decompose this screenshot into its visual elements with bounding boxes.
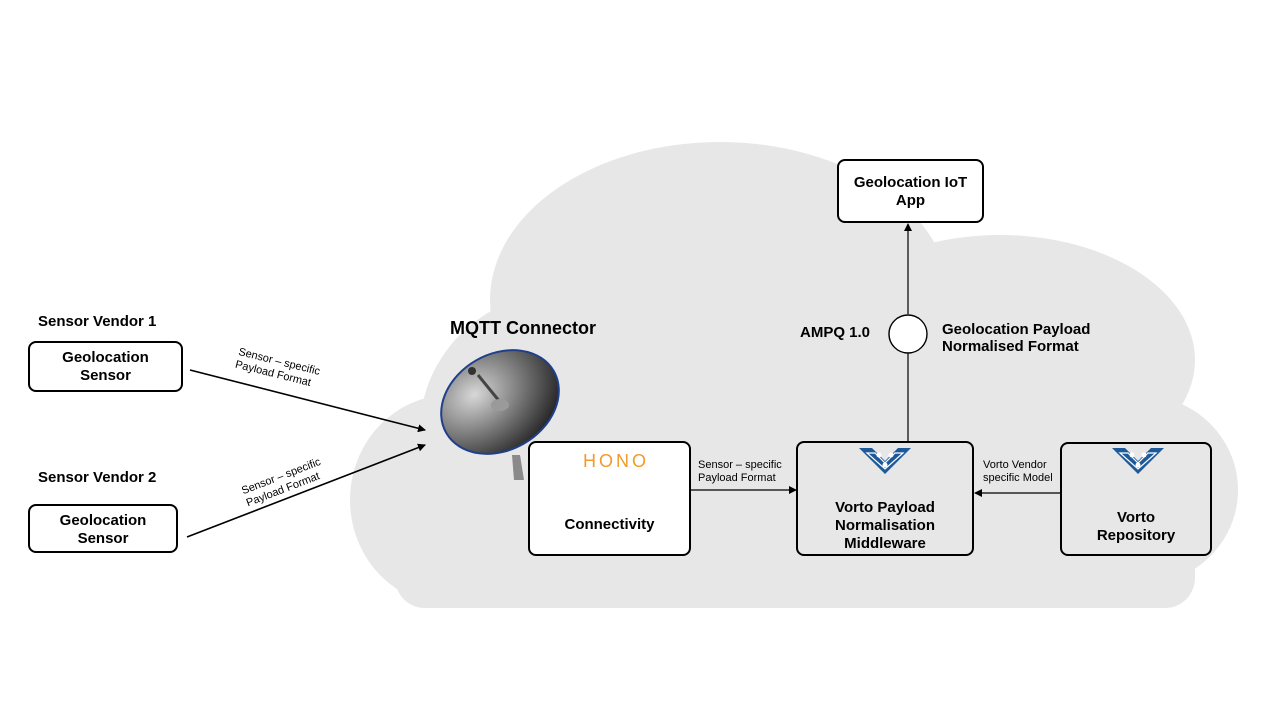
- satellite-dish-icon: [440, 349, 560, 480]
- app-label-line1: Geolocation IoT: [853, 174, 968, 191]
- repository-label-line2: Repository: [1096, 527, 1176, 544]
- vendor1-title: Sensor Vendor 1: [38, 313, 157, 330]
- normalised-format-label: Geolocation Payload Normalised Format: [942, 321, 1090, 355]
- hono-logo-text: HONO: [583, 451, 649, 471]
- geolocation-sensor-box-1[interactable]: Geolocation Sensor: [28, 341, 183, 392]
- middleware-label-line3: Middleware: [844, 535, 926, 552]
- edge-label-repository-to-middleware: Vorto Vendor specific Model: [983, 459, 1053, 485]
- vorto-logo-icon: [1112, 448, 1164, 474]
- mqtt-connector-title: MQTT Connector: [450, 318, 596, 338]
- edge-label-line2: Payload Format: [698, 472, 776, 484]
- arrow-vendor1-to-mqtt: [189, 369, 426, 433]
- edge-label-line1: Vorto Vendor: [983, 459, 1047, 471]
- geolocation-sensor-box-2[interactable]: Geolocation Sensor: [28, 504, 178, 553]
- normalised-label-line1: Geolocation Payload: [942, 321, 1091, 338]
- ampq-label: AMPQ 1.0: [800, 324, 871, 341]
- vorto-middleware-box[interactable]: Vorto Payload Normalisation Middleware: [796, 441, 974, 556]
- normalised-label-line2: Normalised Format: [942, 338, 1079, 355]
- hono-connectivity-box[interactable]: HONO Connectivity: [528, 441, 691, 556]
- geolocation-iot-app-box[interactable]: Geolocation IoT App: [837, 159, 984, 223]
- connectivity-label: Connectivity: [564, 516, 655, 533]
- box-label-line1: Geolocation: [59, 512, 147, 529]
- edge-label-hono-to-middleware: Sensor – specific Payload Format: [698, 459, 782, 485]
- middleware-label-line2: Normalisation: [834, 517, 936, 534]
- box-label-line2: Sensor: [77, 530, 129, 547]
- box-label-line1: Geolocation: [62, 349, 149, 366]
- arrow-vendor2-to-mqtt: [186, 443, 426, 538]
- repository-label-line1: Vorto: [1116, 509, 1156, 526]
- vendor2-title: Sensor Vendor 2: [38, 469, 157, 486]
- ampq-interface-icon: [888, 314, 928, 354]
- app-label-line2: App: [895, 192, 926, 209]
- vorto-logo-icon: [859, 448, 911, 474]
- box-label-line2: Sensor: [80, 367, 131, 384]
- edge-label-line2: specific Model: [983, 472, 1053, 484]
- middleware-label-line1: Vorto Payload: [835, 499, 935, 516]
- vorto-repository-box[interactable]: Vorto Repository: [1060, 442, 1212, 556]
- edge-label-line1: Sensor – specific: [698, 459, 782, 471]
